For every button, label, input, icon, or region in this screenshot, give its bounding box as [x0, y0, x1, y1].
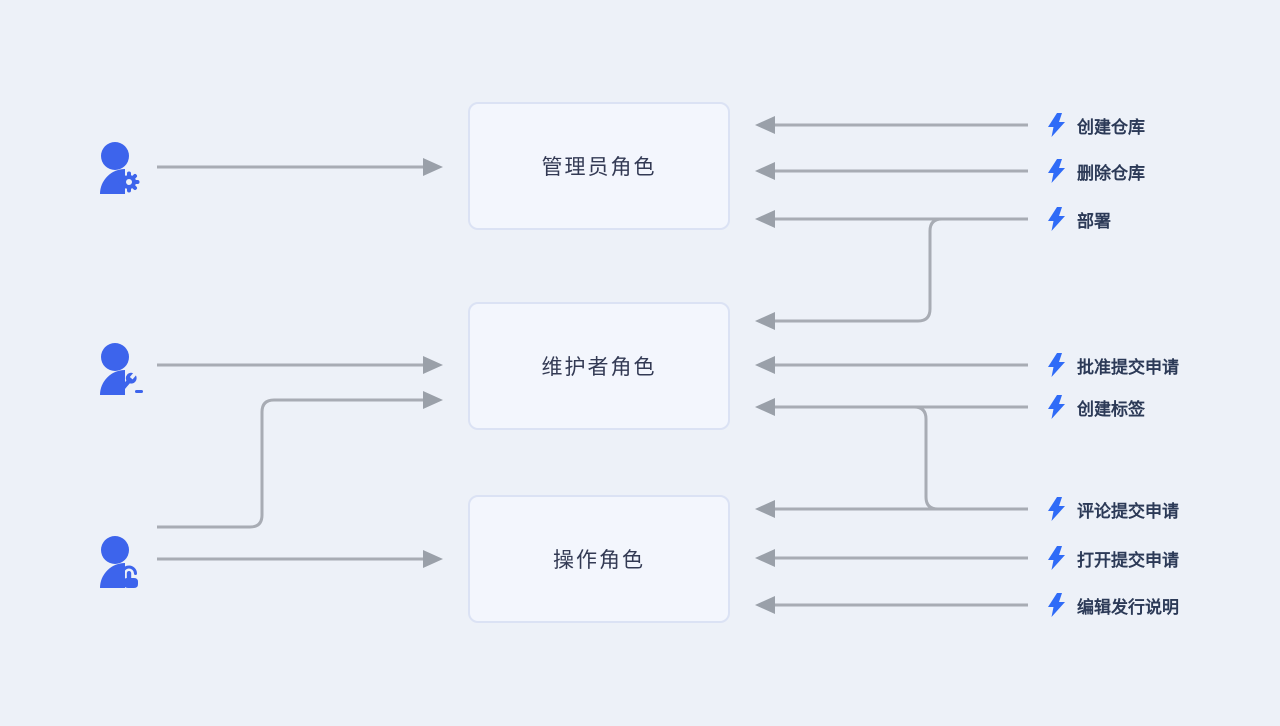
bolt-icon — [1048, 207, 1065, 231]
permission-label: 评论提交申请 — [1077, 501, 1179, 521]
arrow-create-tag-to-maintainer-box — [755, 398, 1028, 416]
arrow-comment-pr-branch-to-maintainer-box — [913, 405, 939, 511]
permission-edit-release-notes: 编辑发行说明 — [1048, 591, 1179, 619]
permission-label: 打开提交申请 — [1077, 550, 1179, 570]
arrow-open-pr-to-operator-box — [755, 549, 1028, 567]
bolt-icon — [1048, 546, 1065, 570]
arrow-admin-user-to-admin-box — [157, 158, 443, 176]
bolt-icon — [1048, 353, 1065, 377]
arrow-create-repo-to-admin-box — [755, 116, 1028, 134]
role-box-operator: 操作角色 — [468, 495, 730, 623]
permission-label: 编辑发行说明 — [1077, 597, 1179, 617]
permission-create-repo: 创建仓库 — [1048, 111, 1145, 139]
role-box-operator-label: 操作角色 — [553, 549, 645, 572]
arrow-approve-pr-to-maintainer-box — [755, 356, 1028, 374]
permission-open-pr: 打开提交申请 — [1048, 544, 1179, 572]
permission-label: 创建标签 — [1077, 399, 1145, 419]
permission-label: 删除仓库 — [1077, 163, 1145, 183]
bolt-icon — [1048, 395, 1065, 419]
permission-comment-pr: 评论提交申请 — [1048, 495, 1179, 523]
role-box-admin-label: 管理员角色 — [541, 156, 657, 179]
user-with-gear-icon — [100, 142, 140, 194]
permission-deploy: 部署 — [1048, 205, 1111, 233]
user-with-wrench-icon — [100, 343, 143, 395]
arrow-maintainer-user-to-maintainer-box — [157, 356, 443, 374]
permission-label: 创建仓库 — [1077, 117, 1145, 137]
arrow-delete-repo-to-admin-box — [755, 162, 1028, 180]
bolt-icon — [1048, 113, 1065, 137]
permission-label: 批准提交申请 — [1077, 357, 1179, 377]
arrow-edit-release-notes-to-operator-box — [755, 596, 1028, 614]
arrow-operator-user-to-operator-box — [157, 550, 443, 568]
role-box-maintainer: 维护者角色 — [468, 302, 730, 430]
permission-label: 部署 — [1077, 211, 1111, 231]
arrow-comment-pr-to-operator-box — [755, 500, 1028, 518]
bolt-icon — [1048, 593, 1065, 617]
role-box-admin: 管理员角色 — [468, 102, 730, 230]
arrow-operator-user-to-maintainer-box — [157, 391, 443, 529]
role-box-maintainer-label: 维护者角色 — [541, 356, 657, 379]
permission-delete-repo: 删除仓库 — [1048, 157, 1145, 185]
user-with-tap-icon — [100, 536, 138, 588]
permission-create-tag: 创建标签 — [1048, 393, 1145, 421]
bolt-icon — [1048, 159, 1065, 183]
bolt-icon — [1048, 497, 1065, 521]
permission-approve-pr: 批准提交申请 — [1048, 351, 1179, 379]
arrow-deploy-branch-to-maintainer-box — [755, 217, 943, 330]
arrow-deploy-to-admin-box — [755, 210, 1028, 228]
